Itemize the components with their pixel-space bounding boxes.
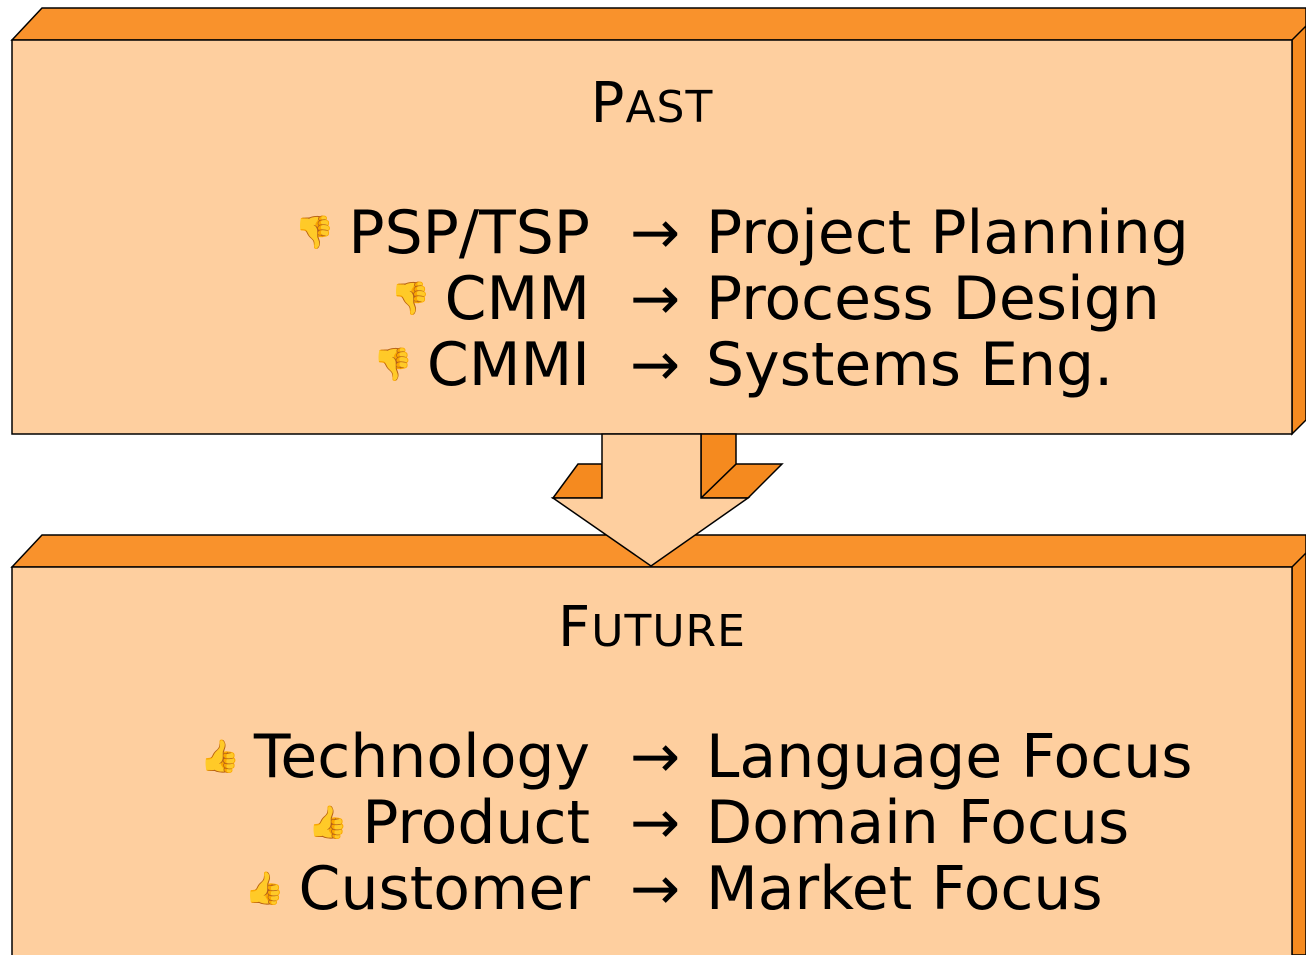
thumbs-down-icon: 👎 [294,213,335,252]
past-item-from: CMMI [426,330,590,400]
future-box [10,534,1306,955]
past-box [10,7,1306,436]
future-item-from: Customer [298,854,590,924]
future-item-to: Domain Focus [706,788,1130,858]
down-arrow-body [550,433,751,567]
thumbs-up-icon: 👍 [308,803,349,842]
right-arrow-icon: → [629,722,681,792]
right-arrow-icon: → [629,264,681,334]
future-box-face [11,566,1293,955]
past-item-row: 👎 CMM → Process Design [0,266,1306,332]
future-item-row: 👍 Customer → Market Focus [0,856,1306,922]
thumbs-down-icon: 👎 [373,345,413,384]
past-item-row: 👎 PSP/TSP → Project Planning [0,200,1306,266]
past-item-from-group: 👎 CMM [391,266,590,332]
past-item-from-group: 👎 CMMI [373,332,590,398]
future-item-from: Product [362,788,590,858]
past-box-top [10,7,1306,41]
future-item-from-group: 👍 Product [308,790,590,856]
future-heading-rest: UTURE [591,606,746,657]
past-item-to: Systems Eng. [706,330,1114,400]
past-heading-initial: P [590,71,626,136]
past-box-face [11,39,1293,435]
down-arrow [550,433,784,567]
past-item-to: Project Planning [706,198,1189,268]
future-heading: FUTURE [12,598,1292,662]
past-item-from: CMM [444,264,590,334]
right-arrow-icon: → [629,854,681,924]
future-item-row: 👍 Product → Domain Focus [0,790,1306,856]
thumbs-down-icon: 👎 [390,279,431,318]
future-item-to: Language Focus [706,722,1193,792]
future-heading-initial: F [558,595,592,660]
future-item-from: Technology [253,722,590,792]
future-item-from-group: 👍 Technology [200,724,590,790]
right-arrow-icon: → [629,330,681,400]
past-heading-rest: AST [625,82,714,133]
right-arrow-icon: → [629,788,681,858]
future-item-row: 👍 Technology → Language Focus [0,724,1306,790]
thumbs-up-icon: 👍 [244,869,285,908]
past-item-row: 👎 CMMI → Systems Eng. [0,332,1306,398]
past-item-to: Process Design [706,264,1160,334]
past-heading: PAST [12,74,1292,138]
future-item-to: Market Focus [706,854,1103,924]
down-arrow-left-bevel [551,463,603,499]
thumbs-up-icon: 👍 [200,737,240,776]
past-item-from-group: 👎 PSP/TSP [295,200,590,266]
future-item-from-group: 👍 Customer [245,856,590,922]
past-item-from: PSP/TSP [348,198,590,268]
right-arrow-icon: → [629,198,681,268]
